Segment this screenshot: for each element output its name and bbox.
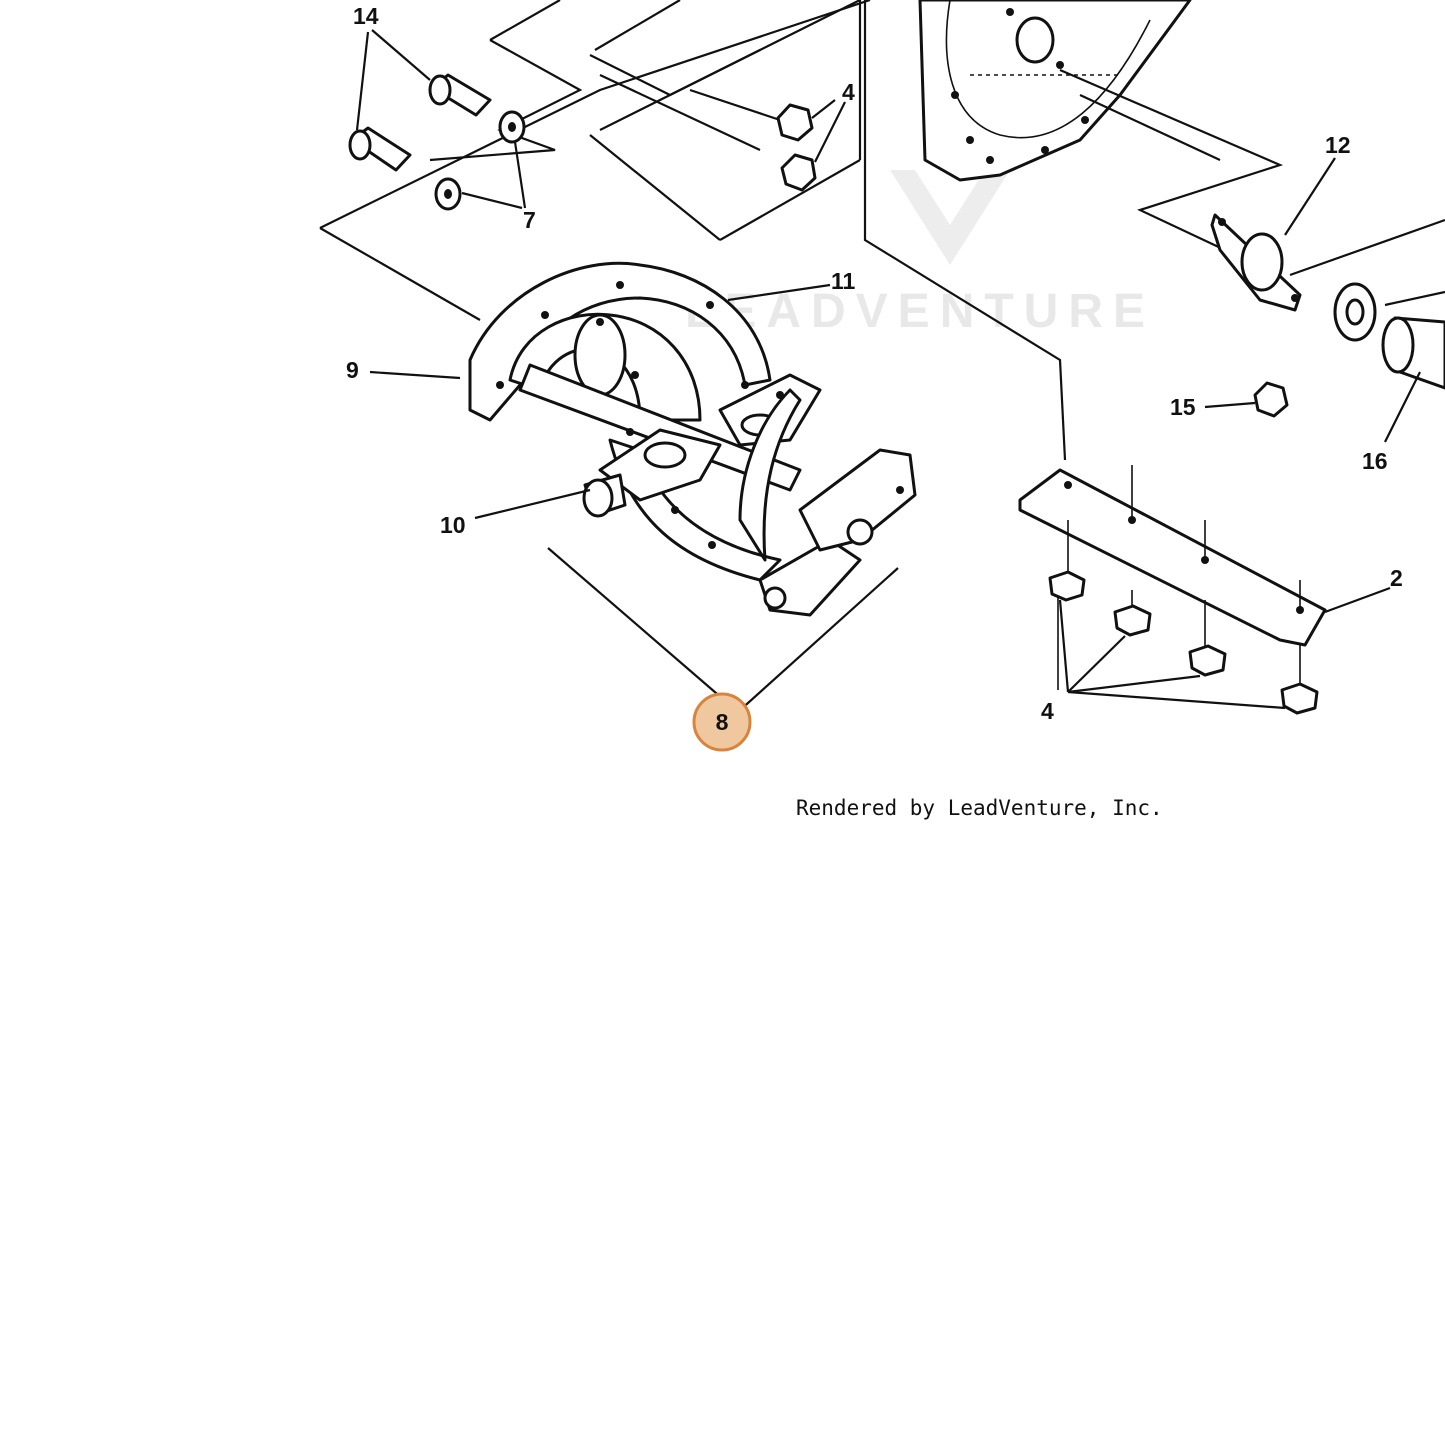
gear-housing-assembly <box>468 261 917 617</box>
seal-ring <box>1333 282 1377 342</box>
callout-8-highlight[interactable]: 8 <box>692 692 752 752</box>
callout-15[interactable]: 15 <box>1170 394 1196 420</box>
callout-8[interactable]: 8 <box>716 709 729 735</box>
bolt-14-upper <box>428 73 492 117</box>
spacer-16 <box>1381 316 1445 390</box>
washer-7-lower <box>434 177 462 211</box>
gearbox-plate <box>918 0 1445 277</box>
nut-4-bottom-b <box>1113 604 1152 637</box>
callout-16[interactable]: 16 <box>1362 448 1388 474</box>
bolt-14-lower <box>348 126 412 172</box>
washer-7-upper <box>498 110 526 144</box>
tine-bar-guides <box>1057 465 1301 690</box>
nut-4-lower <box>780 153 817 192</box>
nut-4-bottom-a <box>1048 570 1086 602</box>
nut-15 <box>1253 381 1289 418</box>
callout-9[interactable]: 9 <box>346 357 359 383</box>
watermark-logo: LEADVENTURE <box>685 85 1155 338</box>
callout-7[interactable]: 7 <box>523 207 536 233</box>
callout-2[interactable]: 2 <box>1390 565 1403 591</box>
nut-4-bottom-d <box>1280 682 1319 715</box>
watermark-text: LEADVENTURE <box>685 285 1155 338</box>
nut-4-upper <box>776 103 814 142</box>
callout-12[interactable]: 12 <box>1325 132 1351 158</box>
callout-4-top[interactable]: 4 <box>842 79 855 105</box>
tine-bar-2 <box>1018 468 1327 647</box>
callout-14[interactable]: 14 <box>353 3 379 29</box>
callout-10[interactable]: 10 <box>440 512 466 538</box>
nut-4-bottom-c <box>1188 644 1227 677</box>
flange-bearing-12 <box>1210 213 1302 312</box>
leader-lines <box>355 29 1445 713</box>
render-credit: Rendered by LeadVenture, Inc. <box>796 796 1163 820</box>
callout-4-bottom[interactable]: 4 <box>1041 698 1054 724</box>
callout-11[interactable]: 11 <box>831 268 856 294</box>
